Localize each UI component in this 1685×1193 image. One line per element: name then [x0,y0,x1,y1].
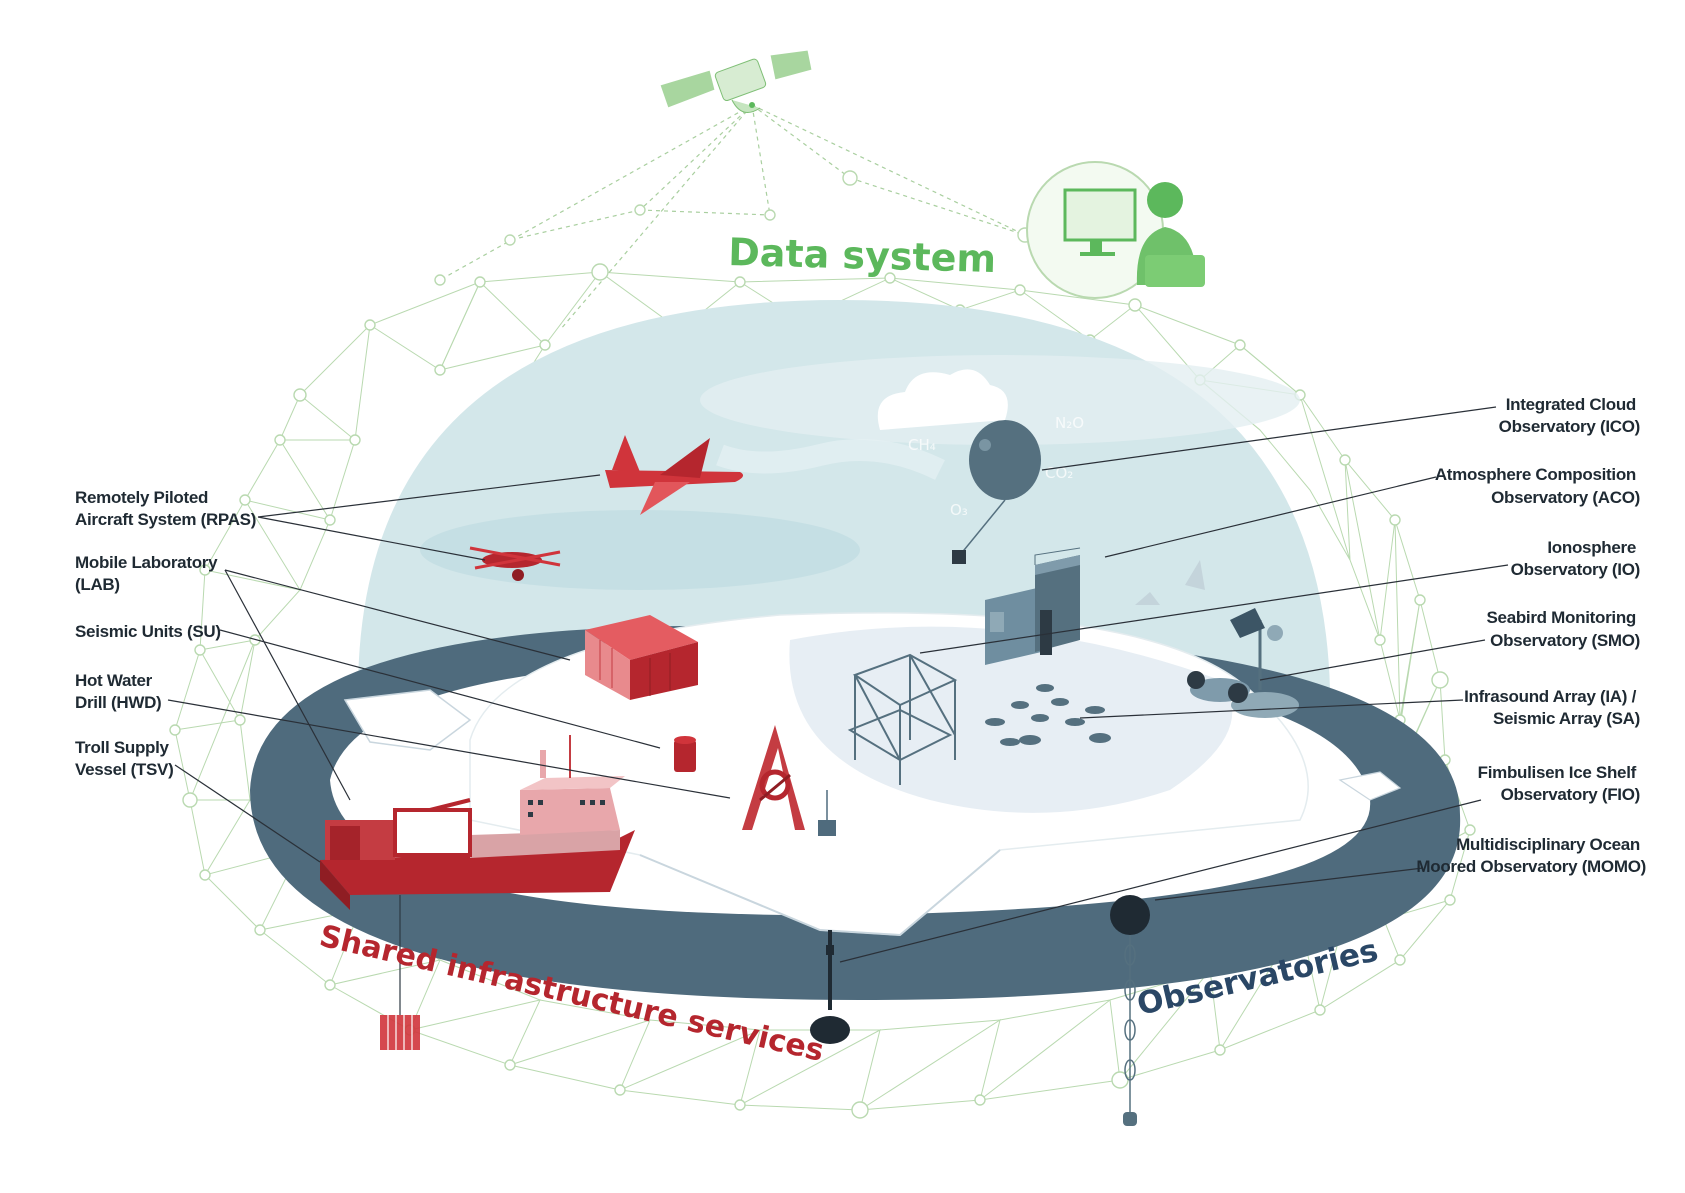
label-ia-line2: Seismic Array (SA) [1493,709,1640,728]
infrasound-array-icon [985,684,1111,746]
label-tsv-line1: Troll Supply [75,738,170,757]
supply-vessel-icon [320,735,635,1050]
ice-shelf [343,612,1402,937]
label-aco-line1: Atmosphere Composition [1435,465,1636,484]
mobile-lab-icon [585,615,698,700]
leader-lines [167,406,1509,963]
computer-user-icon [1026,161,1205,299]
hot-water-drill-icon [742,725,805,830]
label-su: Seismic Units (SU) [75,622,221,641]
rpas-plane-icon [605,435,744,515]
label-rpas-line2: Aircraft System (RPAS) [75,510,256,529]
label-smo-line1: Seabird Monitoring [1487,608,1637,627]
label-io-line2: Observatory (IO) [1511,560,1640,579]
seismic-unit-icon [674,736,696,772]
mooring-buoy-icon [1110,895,1150,1126]
label-smo-line2: Observatory (SMO) [1490,631,1640,650]
gas-n2o: N₂O [1055,414,1084,432]
label-lab-line1: Mobile Laboratory [75,553,218,572]
label-fio-line2: Observatory (FIO) [1501,785,1640,804]
ionosphere-mast-icon [847,653,958,785]
satellite-icon [659,49,813,113]
atmosphere-observatory-icon [985,547,1081,665]
ice-shelf-instrument-icon [810,930,850,1044]
label-fio-line1: Fimbulisen Ice Shelf [1478,763,1637,782]
seabird-icon [1135,560,1299,718]
label-ia-line1: Infrasound Array (IA) / [1464,687,1637,706]
label-ico-line2: Observatory (ICO) [1499,417,1640,436]
label-momo-line2: Moored Observatory (MOMO) [1416,857,1646,876]
title-data-system: Data system [728,230,997,281]
label-rpas-line1: Remotely Piloted [75,488,208,507]
label-hwd-line2: Drill (HWD) [75,693,161,712]
rpas-drone-icon [469,546,561,581]
gas-o3: O₃ [950,501,968,519]
gas-ch4: CH₄ [908,436,936,454]
label-lab-line2: (LAB) [75,575,120,594]
label-hwd-line1: Hot Water [75,671,153,690]
label-io-line1: Ionosphere [1547,538,1636,557]
label-ico-line1: Integrated Cloud [1506,395,1636,414]
weather-balloon-icon [903,398,1041,564]
cloud-icon [877,369,1008,430]
label-tsv-line2: Vessel (TSV) [75,760,173,779]
small-instrument-icon [818,790,836,836]
label-aco-line2: Observatory (ACO) [1491,488,1640,507]
label-momo-line1: Multidisciplinary Ocean [1456,835,1640,854]
